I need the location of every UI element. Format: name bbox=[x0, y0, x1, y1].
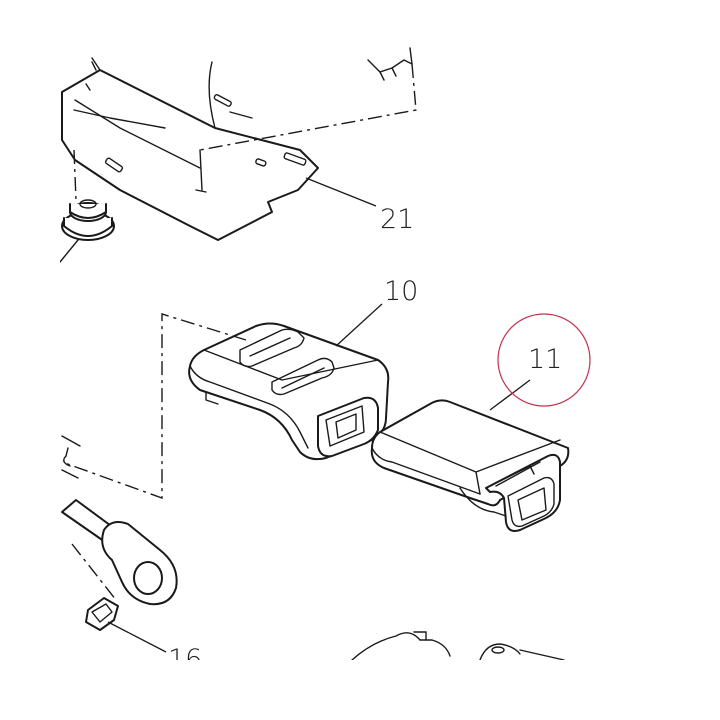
leader-16 bbox=[107, 621, 167, 653]
assembly-line-10 bbox=[61, 313, 247, 499]
callout-11: 11 bbox=[528, 344, 562, 375]
assembly-line-16 bbox=[71, 543, 117, 601]
crop-mask-bottom bbox=[0, 660, 720, 720]
assembly-line-grommet bbox=[73, 149, 77, 201]
crop-mask-left bbox=[0, 0, 60, 720]
arm-with-eye bbox=[61, 435, 178, 606]
clip-part-16 bbox=[85, 597, 119, 631]
callout-21: 21 bbox=[380, 204, 414, 235]
housing-part-10 bbox=[188, 322, 390, 461]
filter-box-part-11 bbox=[370, 399, 570, 532]
callout-10: 10 bbox=[384, 276, 418, 307]
leader-21 bbox=[305, 177, 377, 207]
lower-assembly bbox=[351, 631, 565, 661]
highlight-circle bbox=[497, 313, 591, 407]
leader-11 bbox=[489, 379, 531, 411]
assembly-line-upper bbox=[199, 63, 417, 151]
mounting-bracket bbox=[61, 57, 319, 241]
small-fitting bbox=[367, 47, 413, 81]
leader-10 bbox=[335, 303, 383, 347]
rubber-grommet bbox=[59, 199, 115, 263]
